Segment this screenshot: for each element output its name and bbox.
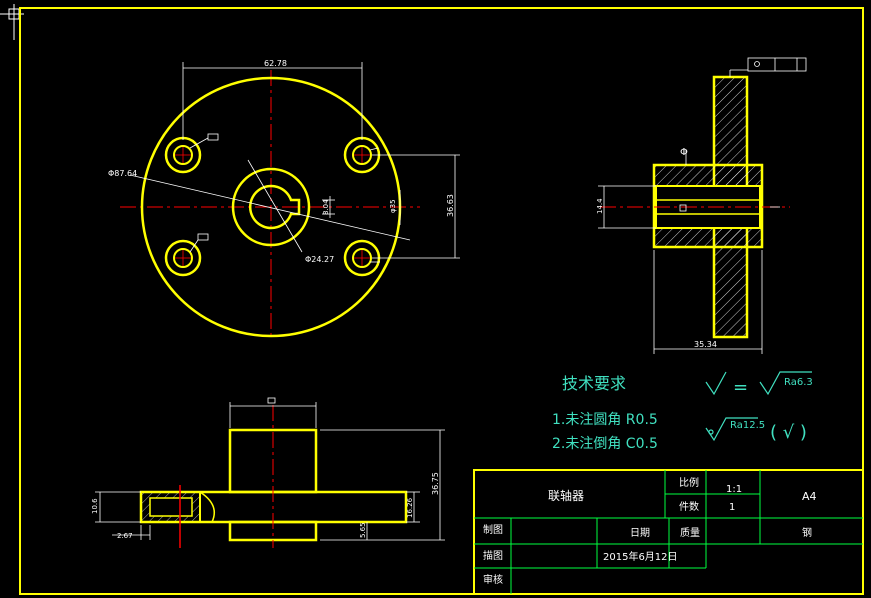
tb-scale-label: 比例 (679, 476, 699, 489)
phi-mark: Φ (680, 147, 688, 158)
technical-notes: 技术要求 1.未注圆角 R0.5 2.未注倒角 C0.5 (552, 374, 658, 452)
top-view: 62.78 Φ87.64 Φ24.27 8.04 φ35 36.63 (108, 59, 460, 340)
title-block: 联轴器 比例 1:1 件数 1 A4 制图 日期 质量 钢 描图 2015年6月… (473, 469, 864, 595)
notes-title: 技术要求 (562, 374, 626, 393)
tb-sheet-size: A4 (802, 490, 817, 503)
roughness-paren: ( √ ) (770, 422, 807, 443)
tb-count-value: 1 (729, 502, 735, 513)
notes-line2: 2.未注倒角 C0.5 (552, 436, 658, 452)
dim-hole-spacing: 36.63 (446, 194, 455, 217)
notes-line1: 1.未注圆角 R0.5 (552, 412, 658, 428)
dim-left-small: 2.67 (117, 532, 133, 540)
dim-side-height: 14.4 (596, 198, 604, 214)
drawing-border (19, 7, 864, 595)
tb-date-label: 日期 (630, 527, 650, 539)
dim-top-width: 62.78 (264, 59, 287, 68)
dim-hub-diameter: Φ24.27 (305, 255, 334, 264)
tb-count-label: 件数 (679, 500, 699, 513)
tb-date-value: 2015年6月12日 (603, 550, 678, 563)
dim-right-flange: 16.26 (406, 497, 414, 518)
roughness-symbols (705, 371, 812, 442)
tb-scale-value: 1:1 (726, 484, 742, 495)
dim-key: 8.04 (322, 199, 330, 215)
dim-side-width: 35.34 (694, 340, 717, 349)
tb-design-label: 描图 (483, 549, 503, 562)
tb-weight-label: 质量 (680, 527, 700, 539)
dim-flange-thk-left: 10.6 (91, 498, 99, 514)
dim-pitch: φ35 (389, 199, 397, 213)
roughness-eq: = (733, 377, 748, 398)
side-section-view: 14.4 35.34 Φ (596, 57, 807, 354)
roughness-b: Ra12.5 (730, 420, 765, 431)
tb-check-label: 审核 (483, 573, 503, 586)
dim-front-total-height: 36.75 (431, 472, 440, 495)
dim-bottom-height: 5.65 (359, 522, 367, 538)
tb-material: 钢 (802, 526, 812, 539)
tb-drawn-label: 制图 (483, 523, 503, 536)
tb-part-name: 联轴器 (548, 488, 584, 503)
front-view: 36.75 10.6 2.67 5.65 16.26 (91, 397, 445, 548)
dim-outer-diameter: Φ87.64 (108, 169, 137, 178)
roughness-a: Ra6.3 (784, 377, 813, 388)
